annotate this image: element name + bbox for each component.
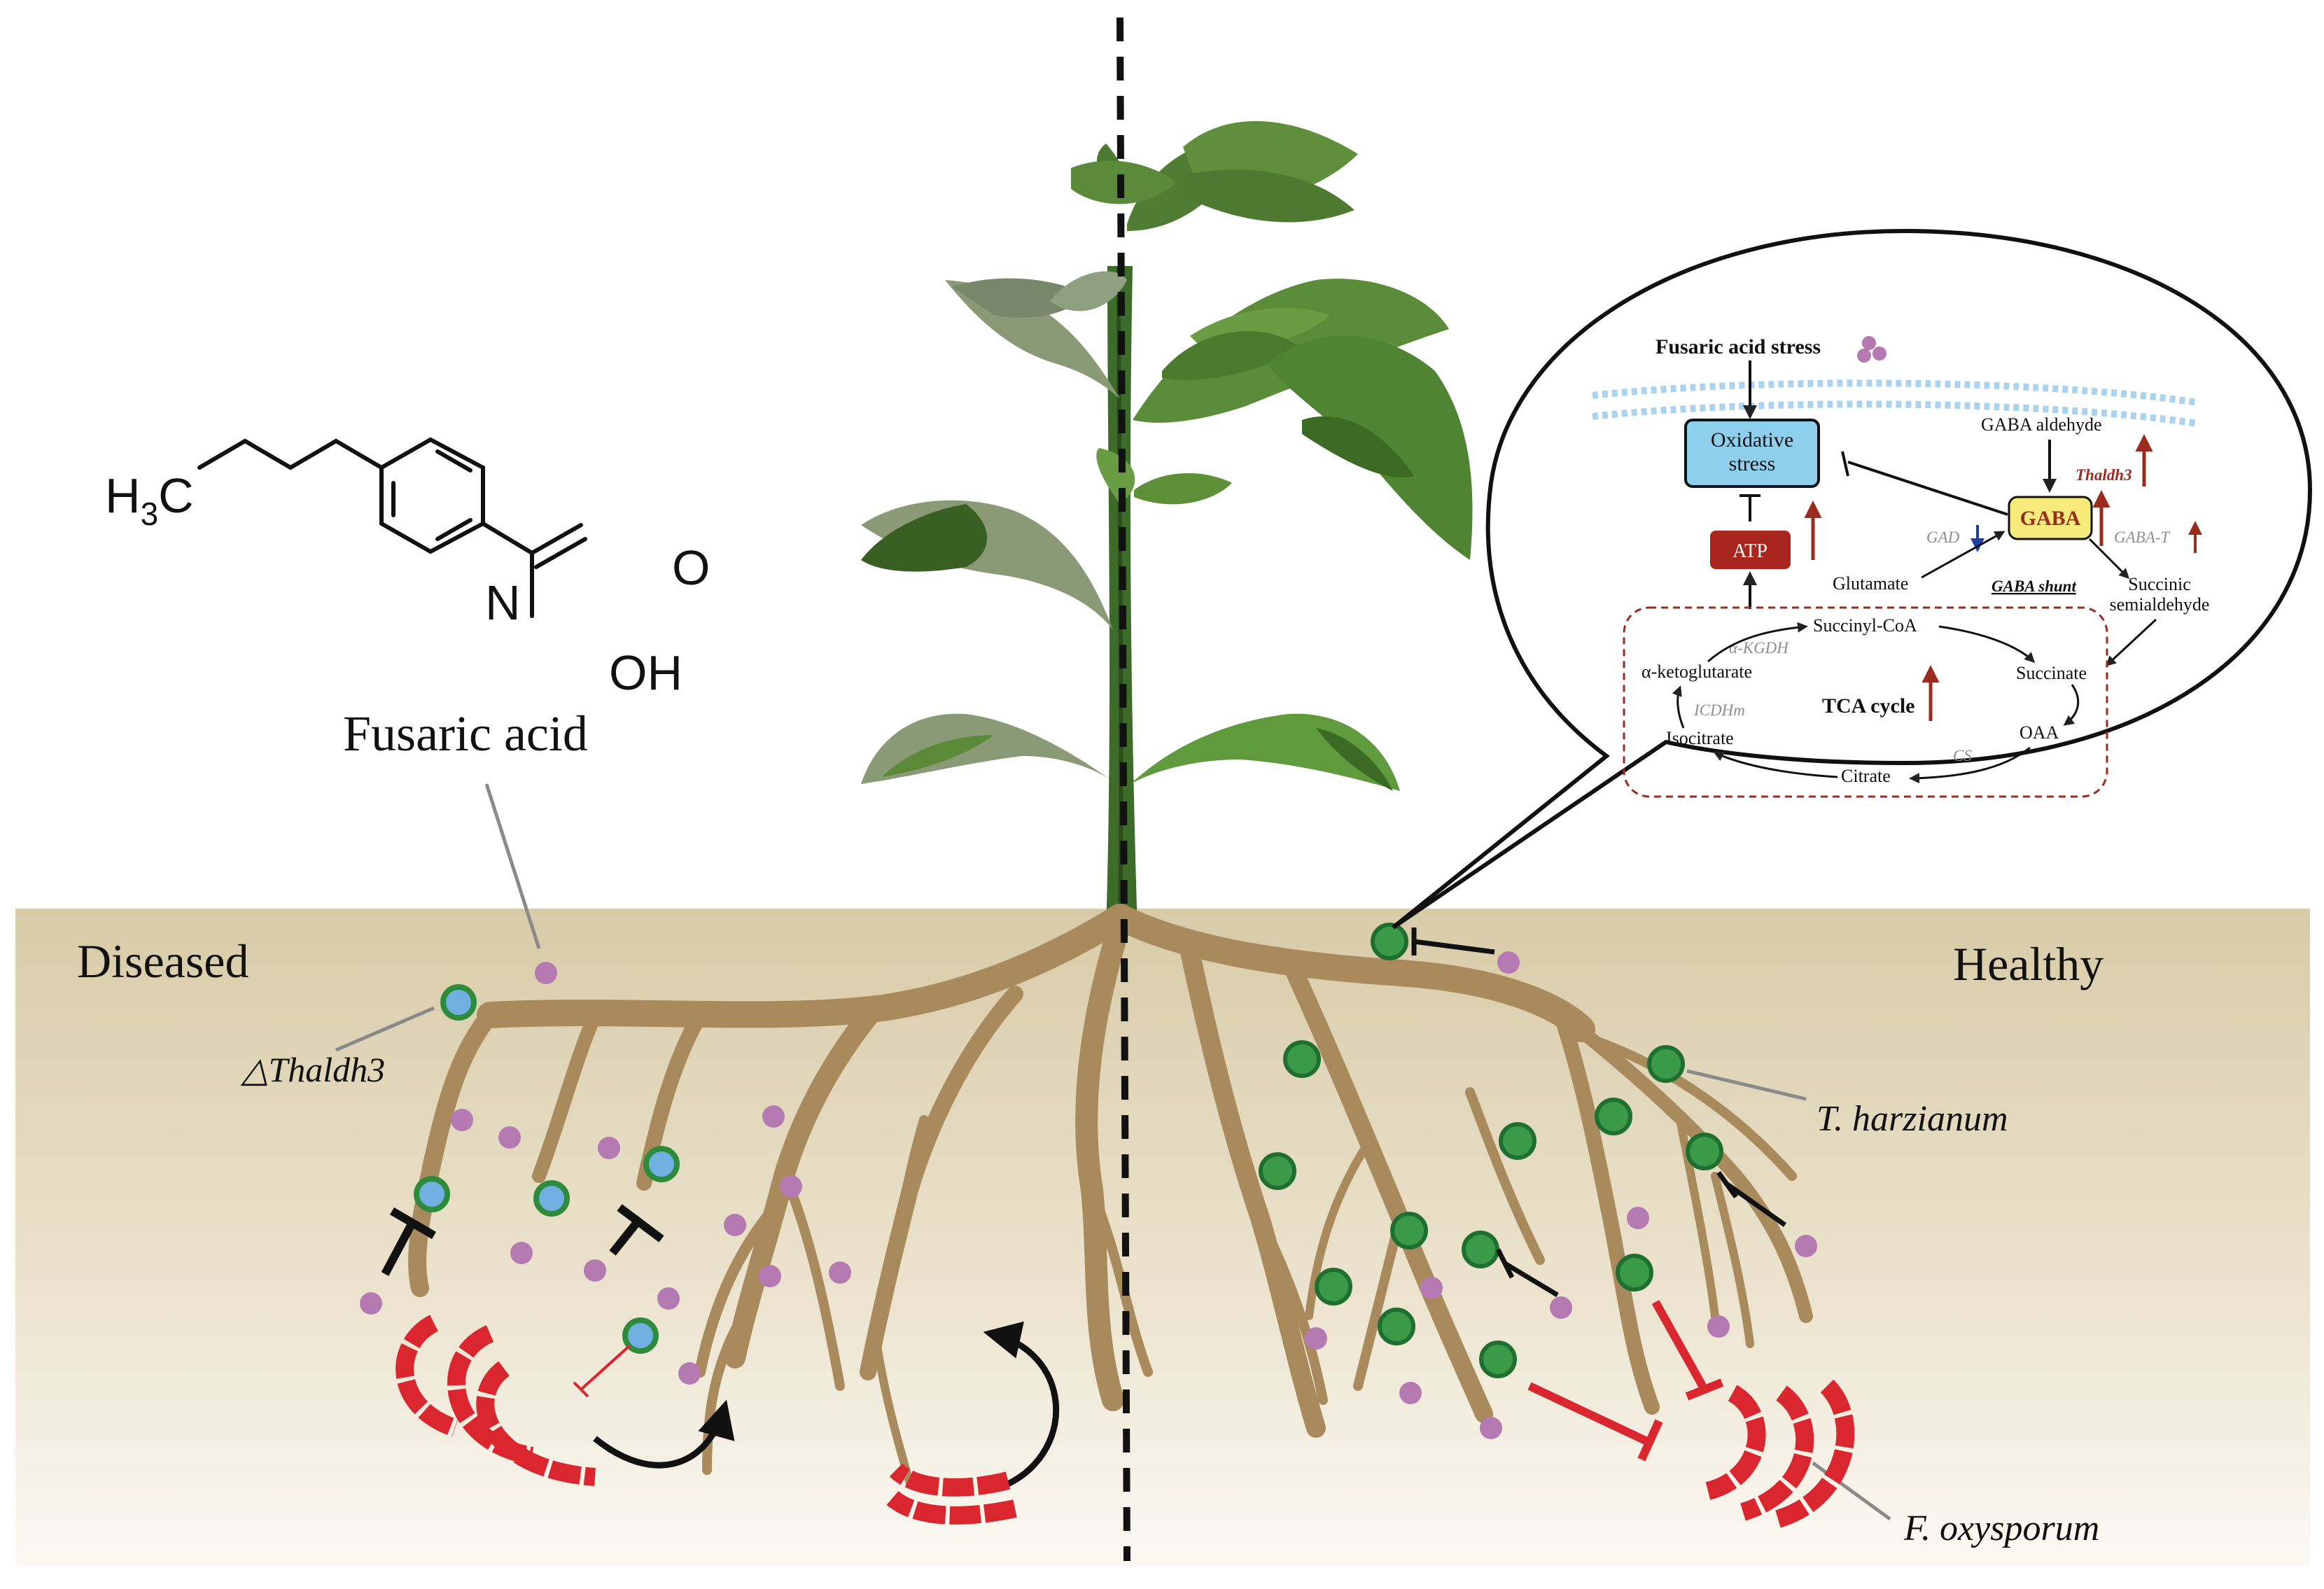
trichoderma-cells (1259, 923, 1723, 1378)
tca-cycle-arrows (1672, 622, 2080, 784)
soil-background (15, 909, 2310, 1567)
icdhm-label: ICDHm (1693, 701, 1745, 719)
colonization-arrow-1 (593, 1399, 735, 1469)
diseased-label: Diseased (77, 934, 248, 988)
healthy-label: Healthy (1953, 937, 2104, 990)
fusarium-left-cluster (396, 1315, 1017, 1525)
oxidative-stress-label-2: stress (1729, 452, 1776, 475)
thaldh3-label: Thaldh3 (2076, 466, 2132, 484)
t-harzianum-leader (1686, 1069, 1807, 1101)
fusarium-right-cluster (1705, 1379, 1855, 1528)
fusarium-inhibition-bars (573, 1300, 1724, 1462)
mutant-label: △Thaldh3 (240, 1050, 385, 1089)
tca-cycle-label: TCA cycle (1822, 694, 1914, 718)
structure-n: N (485, 575, 521, 630)
mutant-leader (335, 1006, 435, 1052)
colonization-arrow-2 (983, 1321, 1060, 1488)
root-system (408, 904, 1813, 1488)
cs-label: CS (1953, 747, 1972, 764)
structure-oh: OH (609, 645, 682, 700)
atp-box (1710, 531, 1791, 569)
succinic-label-1: Succinic (2128, 574, 2191, 594)
callout-bubble (1392, 228, 2313, 930)
fusaric-acid-label: Fusaric acid (343, 706, 588, 762)
oxidative-stress-box (1684, 419, 1820, 488)
fusaric-acid-structure (197, 437, 587, 618)
succinic-label-2: semialdehyde (2110, 594, 2210, 615)
succinate-label: Succinate (2016, 663, 2087, 683)
gad-label: GAD (1926, 528, 1960, 546)
cell-membrane (1592, 379, 2199, 427)
inhibition-bars (381, 927, 1787, 1298)
gaba-shunt-label: GABA shunt (1991, 578, 2076, 595)
fusaric-acid-leader (484, 783, 541, 949)
mutant-cells (414, 984, 680, 1354)
tca-cycle-box (1623, 606, 2108, 798)
isocitrate-label: Isocitrate (1666, 728, 1734, 748)
succinyl-coa-label: Succinyl-CoA (1813, 615, 1917, 636)
t-harzianum-label: T. harzianum (1816, 1099, 2008, 1139)
structure-h3c: H3C (105, 468, 194, 532)
inset-fusaric-stress: Fusaric acid stress (1656, 335, 1821, 358)
citrate-label: Citrate (1841, 766, 1891, 786)
gaba-label: GABA (2020, 507, 2081, 530)
divider-line (1116, 17, 1130, 1562)
fusaric-acid-dots (360, 951, 1817, 1439)
a-ketoglutarate-label: α-ketoglutarate (1642, 662, 1752, 682)
atp-label: ATP (1732, 540, 1768, 562)
gaba-t-label: GABA-T (2114, 528, 2171, 546)
oaa-label: OAA (2019, 722, 2059, 743)
oxidative-stress-label-1: Oxidative (1711, 428, 1793, 451)
gaba-aldehyde-label: GABA aldehyde (1981, 414, 2102, 435)
structure-o: O (672, 540, 710, 595)
glutamate-label: Glutamate (1833, 573, 1908, 594)
gaba-box (2008, 496, 2093, 540)
plant-shoot (861, 120, 1473, 932)
fusaric-stress-icon (1857, 336, 1886, 363)
f-oxysporum-label: F. oxysporum (1903, 1508, 2099, 1548)
